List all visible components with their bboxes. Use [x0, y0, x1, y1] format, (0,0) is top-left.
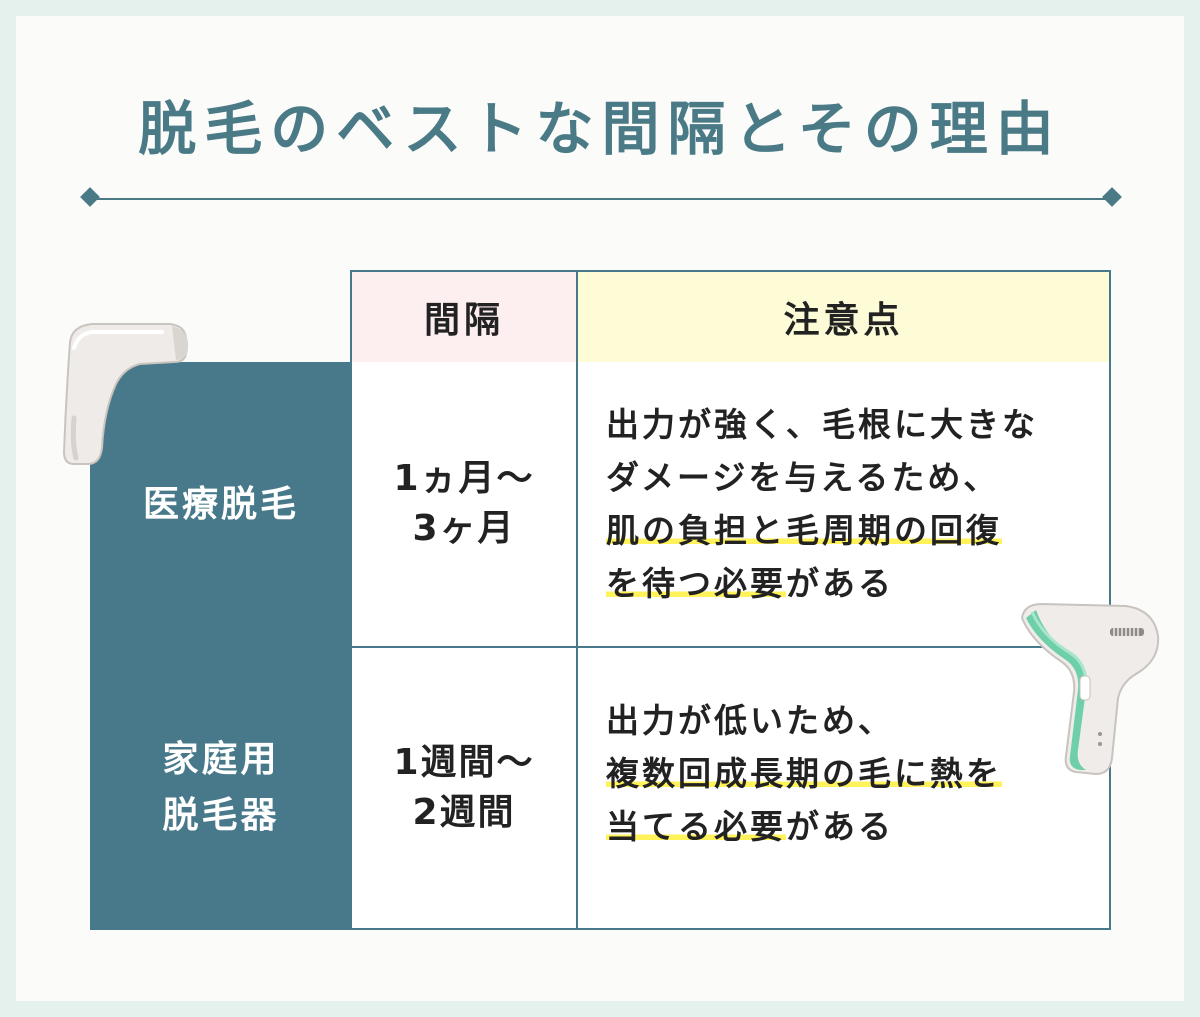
interval-home-line-1: 1週間〜	[393, 742, 535, 783]
interval-home-line-2: 2週間	[412, 792, 516, 833]
hair-removal-device-gray-icon	[62, 323, 188, 465]
interval-medical-line-1: 1ヵ月〜	[393, 458, 535, 499]
header-notes-label: 注意点	[783, 300, 904, 341]
hair-removal-device-green-icon	[1020, 602, 1160, 776]
note-medical-tail: がある	[786, 564, 894, 603]
row-label-home-line-2: 脱毛器	[162, 795, 280, 836]
header-interval: 間隔	[350, 270, 578, 364]
note-medical-line: ダメージを与えるため、	[606, 458, 1000, 497]
row-label-medical-text: 医療脱毛	[142, 484, 299, 525]
interval-medical: 1ヵ月〜 3ヶ月	[350, 362, 578, 648]
note-home-device: 出力が低いため、 複数回成長期の毛に熱を 当てる必要がある	[576, 646, 1111, 930]
note-home-line: 出力が低いため、	[606, 701, 894, 740]
note-home-highlight: 複数回成長期の毛に熱を	[606, 754, 1002, 793]
note-home-highlight: 当てる必要	[606, 807, 786, 846]
title-divider	[90, 198, 1112, 200]
note-medical-highlight: 肌の負担と毛周期の回復	[606, 511, 1002, 550]
row-label-medical: 医療脱毛	[90, 362, 352, 648]
interval-home-device: 1週間〜 2週間	[350, 646, 578, 930]
page-title: 脱毛のベストな間隔とその理由	[138, 95, 1062, 163]
note-medical-highlight: を待つ必要	[606, 564, 786, 603]
row-label-home-device: 家庭用 脱毛器	[90, 646, 352, 930]
header-interval-label: 間隔	[423, 300, 504, 341]
note-medical-line: 出力が強く、毛根に大きな	[606, 405, 1038, 444]
row-label-home-line-1: 家庭用	[162, 739, 280, 780]
note-home-tail: がある	[786, 807, 894, 846]
interval-medical-line-2: 3ヶ月	[412, 508, 516, 549]
header-notes: 注意点	[576, 270, 1111, 364]
